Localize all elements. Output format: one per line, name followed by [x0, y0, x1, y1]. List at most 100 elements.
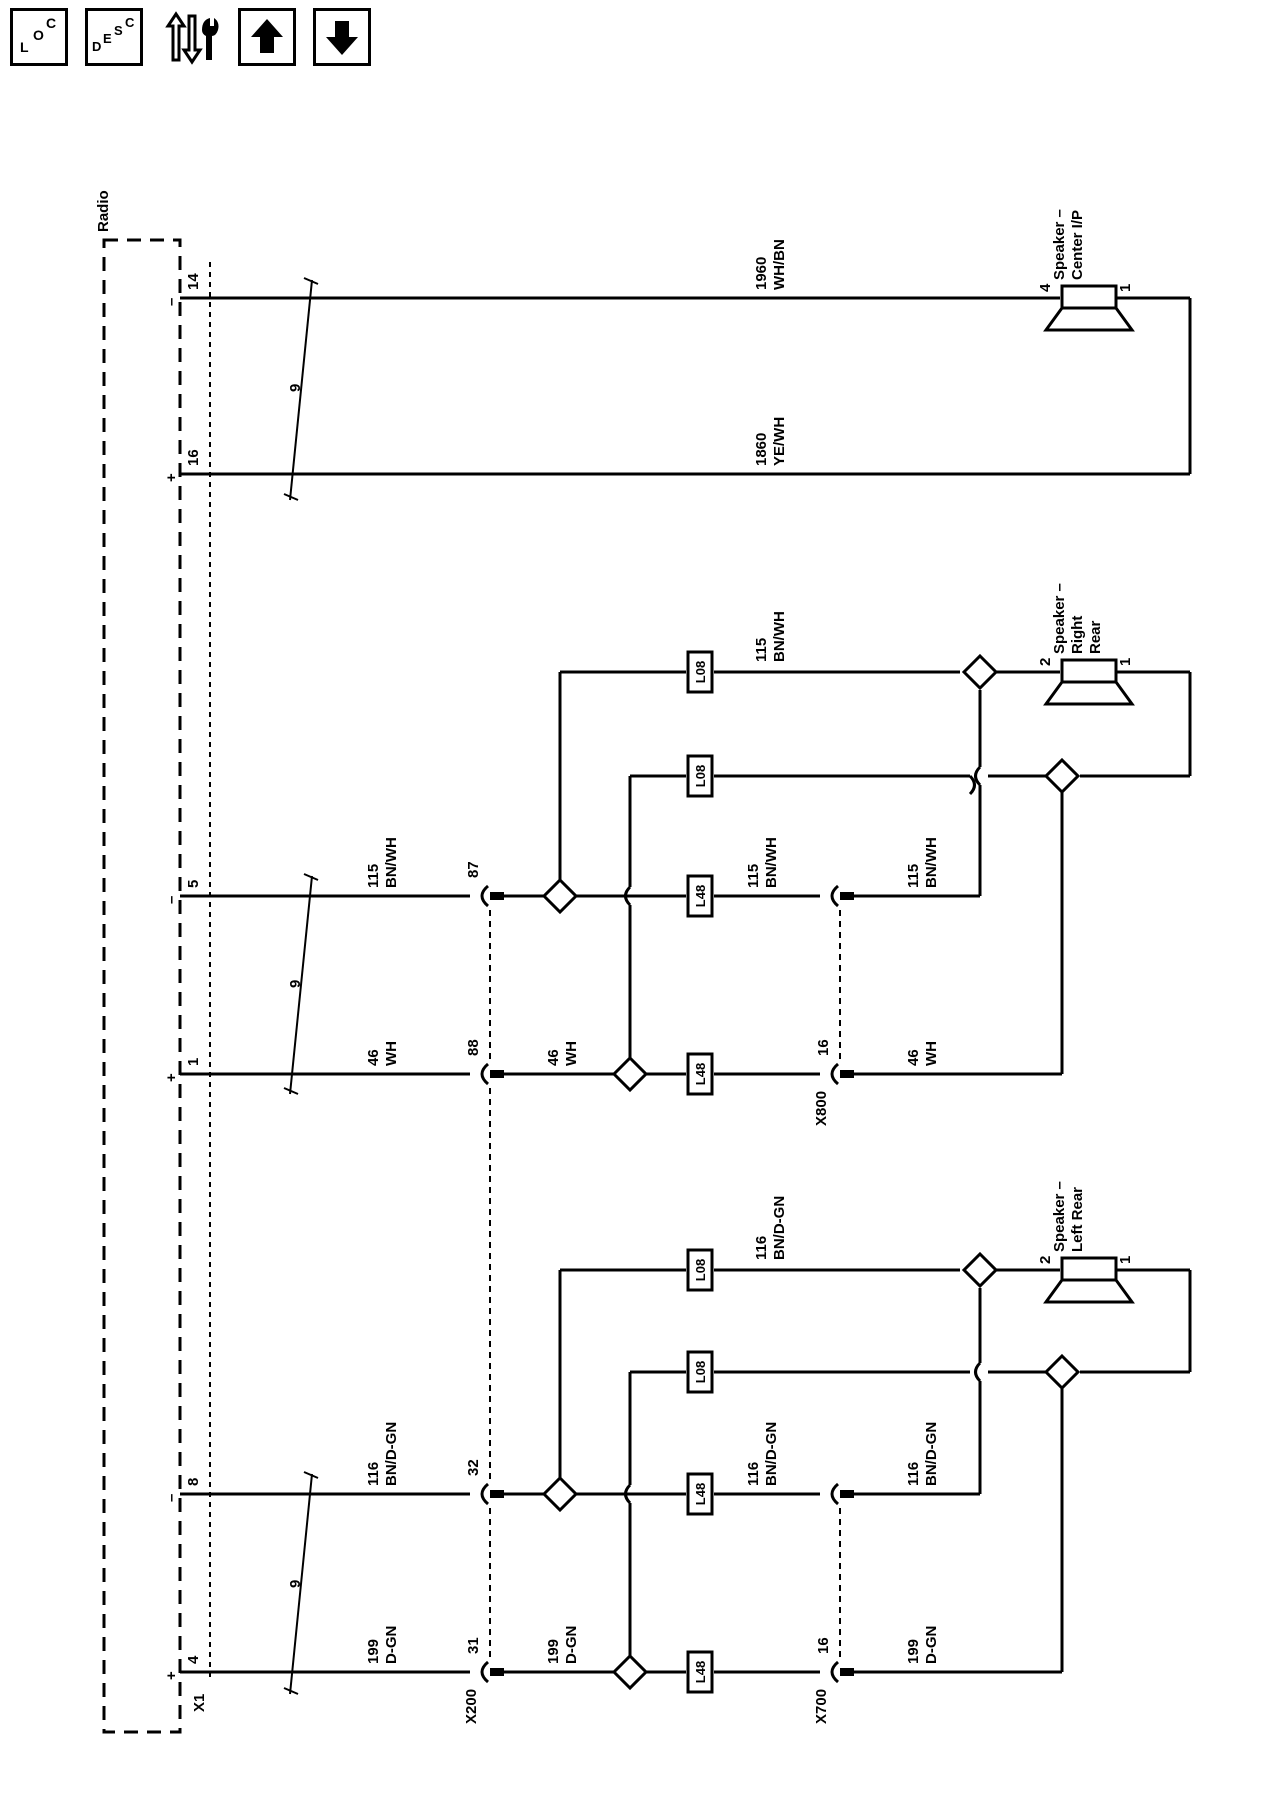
loc-letter-o: O [33, 27, 44, 43]
color-46-spk: WH [923, 1041, 940, 1066]
desc-letter-e: E [103, 31, 112, 46]
color-115-spk: BN/WH [923, 837, 940, 888]
pin-5: 5 [185, 880, 202, 888]
module-label: Radio [95, 190, 112, 232]
speaker-right-rear-cone [1043, 680, 1135, 706]
color-46-mid: WH [563, 1041, 580, 1066]
circuit-115-upper: 115 [753, 638, 770, 662]
speaker-right-label-3: Rear [1087, 620, 1104, 654]
circuit-1860: 1860 [753, 433, 770, 466]
loc-letter-c: C [46, 15, 57, 31]
circuit-115-radio: 115 [365, 864, 382, 888]
x800-pin: 16 [815, 1039, 832, 1056]
color-199-mid: D-GN [563, 1626, 580, 1664]
circuit-46-spk: 46 [905, 1049, 922, 1066]
x200-pin-87: 87 [465, 861, 482, 878]
circuit-116-spk: 116 [905, 1462, 922, 1486]
speaker-left-label-2: Left Rear [1069, 1187, 1086, 1252]
pin-16: 16 [185, 449, 202, 466]
pin-14: 14 [185, 273, 202, 290]
circuit-1960: 1960 [753, 257, 770, 290]
opt-right-pos: L48 [693, 1063, 708, 1085]
color-199-spk: D-GN [923, 1626, 940, 1664]
bundle-count-right: 9 [287, 980, 304, 988]
speaker-center-label-2: Center I/P [1069, 210, 1086, 280]
x700-label: X700 [813, 1689, 830, 1724]
color-115-mid: BN/WH [763, 837, 780, 888]
circuit-116-radio: 116 [365, 1462, 382, 1486]
color-115-radio: BN/WH [383, 837, 400, 888]
speaker-center-label-1: Speaker – [1051, 209, 1068, 280]
twisted-pair-right [289, 875, 313, 1095]
circuit-116-upper: 116 [753, 1236, 770, 1260]
speaker-right-label-2: Right [1069, 616, 1086, 654]
opt-right-lower: L08 [693, 765, 708, 787]
circuit-46-mid: 46 [545, 1049, 562, 1066]
sign-1: + [163, 1073, 180, 1082]
opt-right-neg: L48 [693, 885, 708, 907]
color-115-upper: BN/WH [771, 611, 788, 662]
circuit-199-radio: 199 [365, 1639, 382, 1664]
opt-left-neg: L48 [693, 1483, 708, 1505]
color-116-spk: BN/D-GN [923, 1422, 940, 1486]
sign-16: + [163, 473, 180, 482]
speaker-right-rear-magnet [1060, 658, 1118, 684]
sign-8: – [163, 1494, 180, 1502]
circuit-199-mid: 199 [545, 1639, 562, 1664]
x200-pin-31: 31 [465, 1637, 482, 1654]
color-1860: YE/WH [771, 417, 788, 466]
color-199-radio: D-GN [383, 1626, 400, 1664]
circuit-46-radio: 46 [365, 1049, 382, 1066]
speaker-center-pin-a: 4 [1037, 283, 1054, 292]
opt-left-upper: L08 [693, 1259, 708, 1281]
color-116-mid: BN/D-GN [763, 1422, 780, 1486]
description-button[interactable]: D E S C [85, 8, 143, 66]
x700-pin: 16 [815, 1637, 832, 1654]
speaker-left-pin-b: 1 [1117, 1256, 1134, 1264]
wrench-arrows-icon [165, 11, 219, 65]
circuit-116-mid: 116 [745, 1462, 762, 1486]
bundle-count-left: 9 [287, 1580, 304, 1588]
opt-right-upper: L08 [693, 661, 708, 683]
speaker-center-magnet [1060, 284, 1118, 310]
desc-letter-s: S [114, 23, 123, 38]
speaker-right-pin-b: 1 [1117, 658, 1134, 666]
desc-letter-c: C [125, 15, 135, 30]
pin-4: 4 [185, 1655, 202, 1664]
circuit-115-spk: 115 [905, 864, 922, 888]
pin-8: 8 [185, 1478, 202, 1486]
location-button[interactable]: L O C [10, 8, 68, 66]
x800-label: X800 [813, 1091, 830, 1126]
color-1960: WH/BN [771, 239, 788, 290]
page-up-button[interactable] [238, 8, 296, 66]
speaker-center-pin-b: 1 [1117, 284, 1134, 292]
color-46-radio: WH [383, 1041, 400, 1066]
sign-14: – [163, 298, 180, 306]
page-down-button[interactable] [313, 8, 371, 66]
color-116-radio: BN/D-GN [383, 1422, 400, 1486]
color-116-upper: BN/D-GN [771, 1196, 788, 1260]
twisted-pair-left [289, 1473, 313, 1695]
bundle-count-center: 9 [287, 384, 304, 392]
circuit-115-mid: 115 [745, 864, 762, 888]
tools-button[interactable] [162, 8, 220, 66]
loc-letter-l: L [20, 39, 29, 55]
x200-label: X200 [463, 1689, 480, 1724]
sign-5: – [163, 896, 180, 904]
x200-pin-32: 32 [465, 1459, 482, 1476]
speaker-left-pin-a: 2 [1037, 1256, 1054, 1264]
speaker-left-label-1: Speaker – [1051, 1181, 1068, 1252]
opt-left-lower: L08 [693, 1361, 708, 1383]
opt-left-pos: L48 [693, 1661, 708, 1683]
twisted-pair-center [289, 279, 313, 501]
arrow-up-icon [251, 19, 283, 53]
pin-1: 1 [185, 1058, 202, 1066]
speaker-left-rear-magnet [1060, 1256, 1118, 1282]
speaker-right-label-1: Speaker – [1051, 583, 1068, 654]
arrow-down-icon [326, 21, 358, 55]
speaker-left-rear-cone [1043, 1278, 1135, 1304]
radio-module-outline [102, 238, 182, 1734]
connector-label: X1 [191, 1694, 208, 1712]
desc-letter-d: D [92, 39, 102, 54]
